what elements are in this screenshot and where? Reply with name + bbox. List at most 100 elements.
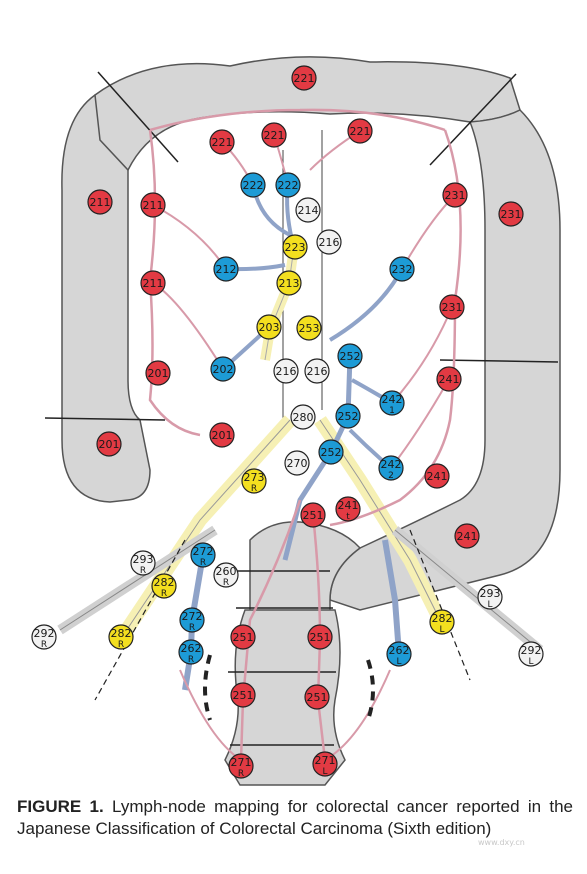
node-number: 271 (231, 756, 252, 769)
lymph-node-221: 221 (347, 118, 373, 144)
node-number: 282 (154, 576, 175, 589)
node-subscript: R (140, 566, 146, 576)
node-number: 271 (315, 754, 336, 767)
caption-lead: FIGURE 1. (17, 797, 104, 816)
node-circle (424, 463, 450, 489)
node-circle (429, 609, 455, 635)
lymph-node-213: 213 (276, 270, 302, 296)
node-subscript: R (161, 589, 167, 599)
node-circle (300, 502, 326, 528)
node-number: 293 (480, 587, 501, 600)
node-subscript: t (346, 512, 350, 522)
node-number: 221 (264, 129, 285, 142)
lymph-node-231: 231 (442, 182, 468, 208)
node-number: 241 (427, 470, 448, 483)
node-number: 223 (285, 241, 306, 254)
lymph-node-252: 252 (318, 439, 344, 465)
node-number: 211 (90, 196, 111, 209)
node-circle (312, 751, 338, 777)
node-circle (213, 562, 239, 588)
watermark: www.dxy.cn (478, 838, 525, 847)
node-circle (316, 229, 342, 255)
lymph-node-203: 203 (256, 314, 282, 340)
node-circle (304, 358, 330, 384)
node-number: 262 (389, 644, 410, 657)
lymph-node-251: 251 (230, 682, 256, 708)
node-number: 216 (276, 365, 297, 378)
node-number: 282 (111, 627, 132, 640)
lymph-node-221: 221 (291, 65, 317, 91)
node-circle (291, 65, 317, 91)
node-number: 293 (133, 553, 154, 566)
node-number: 221 (294, 72, 315, 85)
node-number: 213 (279, 277, 300, 290)
node-circle (518, 641, 544, 667)
node-number: 201 (99, 438, 120, 451)
node-number: 272 (193, 545, 214, 558)
node-number: 251 (233, 689, 254, 702)
node-number: 231 (501, 208, 522, 221)
node-number: 280 (293, 411, 314, 424)
node-subscript: 1 (389, 406, 395, 416)
node-number: 241 (338, 499, 359, 512)
node-number: 270 (287, 457, 308, 470)
lymph-node-221: 221 (261, 122, 287, 148)
lymph-node-252: 252 (335, 403, 361, 429)
node-circle (140, 270, 166, 296)
node-circle (178, 639, 204, 665)
node-circle (87, 189, 113, 215)
descending-colon (329, 109, 561, 611)
node-subscript: 2 (388, 471, 394, 481)
node-circle (256, 314, 282, 340)
node-number: 242 (382, 393, 403, 406)
node-circle (498, 201, 524, 227)
node-number: 251 (303, 509, 324, 522)
node-circle (304, 684, 330, 710)
node-circle (210, 356, 236, 382)
lymph-node-221: 221 (209, 129, 235, 155)
node-circle (436, 366, 462, 392)
node-number: 260 (216, 565, 237, 578)
node-number: 253 (299, 322, 320, 335)
node-number: 252 (321, 446, 342, 459)
node-circle (439, 294, 465, 320)
lymph-node-251: 251 (307, 624, 333, 650)
lymph-node-231: 231 (439, 294, 465, 320)
node-number: 282 (432, 612, 453, 625)
node-circle (276, 270, 302, 296)
node-circle (386, 641, 412, 667)
node-circle (213, 256, 239, 282)
node-circle (240, 172, 266, 198)
node-number: 292 (521, 644, 542, 657)
node-number: 251 (307, 691, 328, 704)
node-number: 216 (307, 365, 328, 378)
node-circle (335, 403, 361, 429)
lymph-node-216: 216 (316, 229, 342, 255)
node-subscript: L (322, 767, 327, 777)
node-subscript: L (396, 657, 401, 667)
lymph-node-241: 241 (424, 463, 450, 489)
node-circle (145, 360, 171, 386)
lymph-node-211: 211 (87, 189, 113, 215)
node-circle (454, 523, 480, 549)
node-circle (228, 753, 254, 779)
lymph-node-214: 214 (295, 197, 321, 223)
figure-caption: FIGURE 1. Lymph-node mapping for colorec… (17, 796, 573, 840)
node-circle (378, 455, 404, 481)
node-circle (335, 496, 361, 522)
lymph-node-253: 253 (296, 315, 322, 341)
node-number: 252 (338, 410, 359, 423)
lymph-node-251: 251 (304, 684, 330, 710)
lymph-node-280: 280 (290, 404, 316, 430)
node-number: 241 (457, 530, 478, 543)
